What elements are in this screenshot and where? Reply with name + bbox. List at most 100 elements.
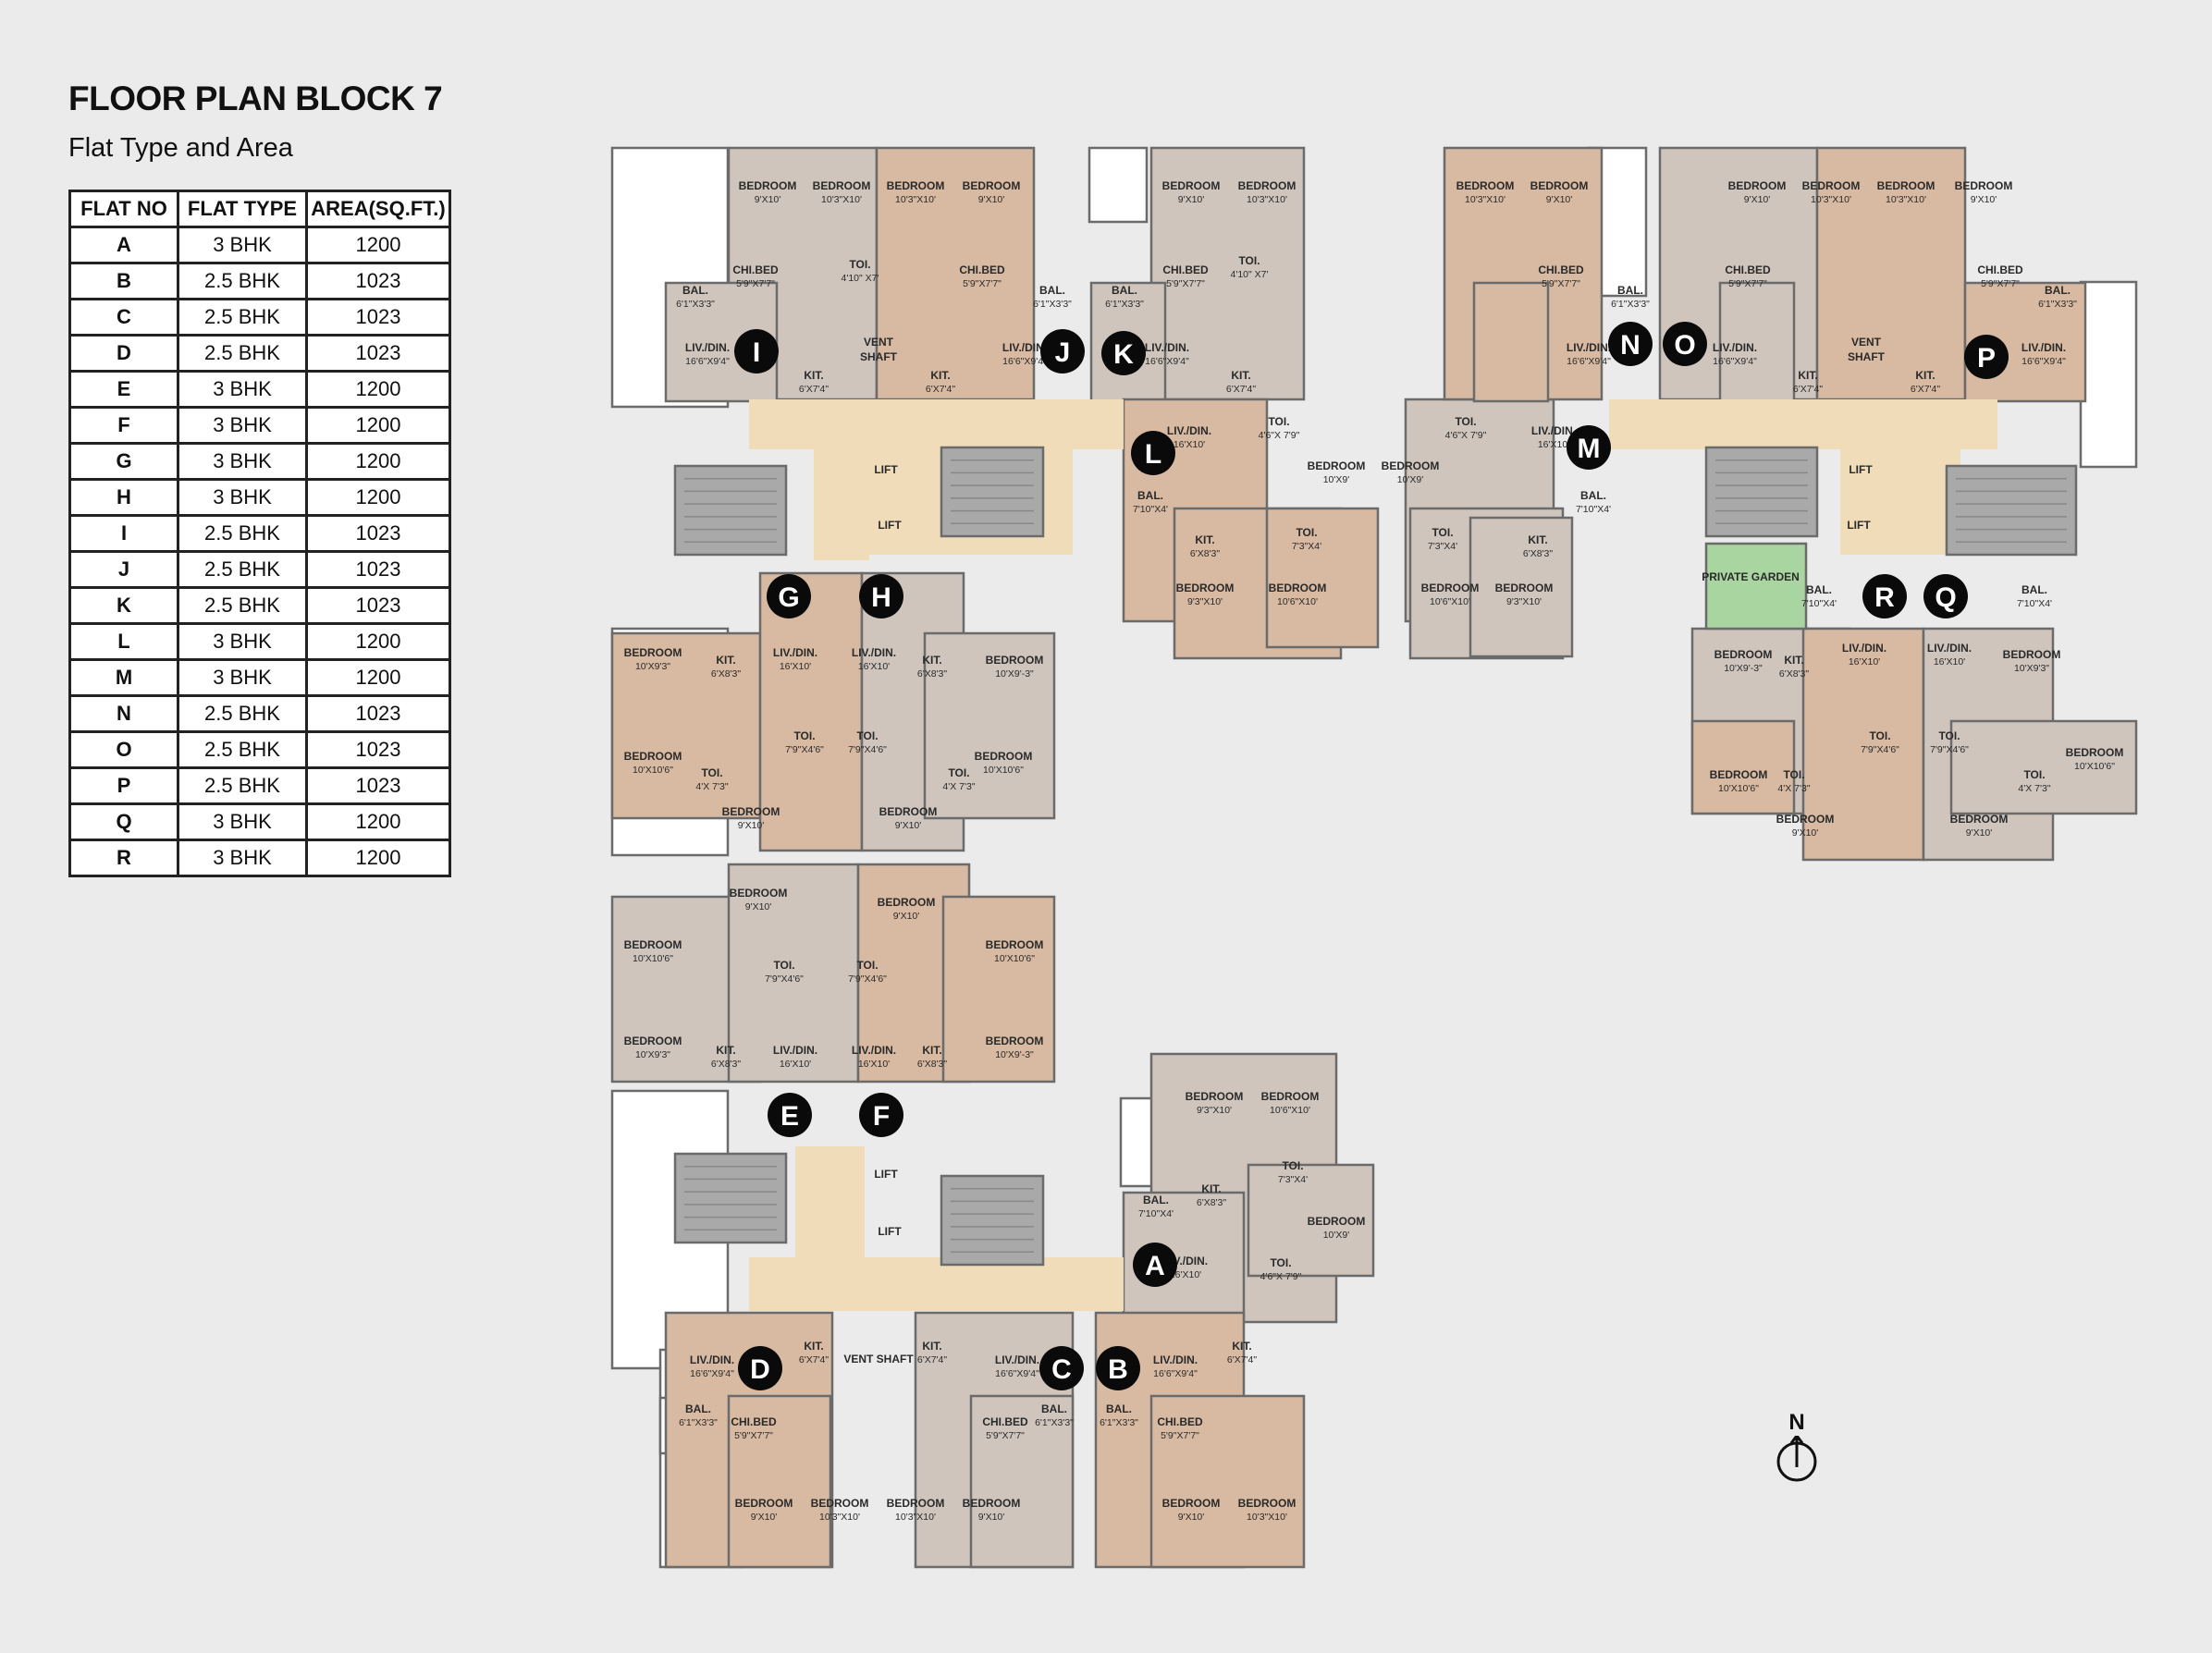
room-dimension: 10'6"X10' [1270,1105,1310,1116]
room-name: BEDROOM [986,654,1044,667]
room-name: BAL. [2045,284,2071,297]
corridor-connector [814,449,869,560]
cell-flat-no: A [68,226,179,264]
room-name: BAL. [1137,489,1163,502]
flat-block [727,1394,832,1569]
room-dimension: 7'9"X4'6" [848,744,887,755]
room-name: LIV./DIN. [1927,642,1972,655]
room-name: LIV./DIN. [773,646,817,659]
room-dimension: 7'9"X4'6" [785,744,824,755]
room-dimension: 16'X10' [858,661,890,672]
room-dimension: 9'X10' [751,1512,778,1523]
room-dimension: 6'1"X3'3" [1033,299,1072,310]
room-dimension: 10'3"X10' [1811,194,1851,205]
flat-marker-K [1101,331,1146,375]
room-name: BAL. [685,1402,711,1415]
room-name: BAL. [1112,284,1137,297]
flat-block [1815,146,1967,401]
room-name: LIV./DIN. [773,1044,817,1057]
private-garden-label: PRIVATE GARDEN [1702,570,1800,583]
cell-area: 1200 [305,478,451,517]
flat-marker-N [1608,322,1653,366]
room-name: KIT. [1232,1340,1251,1353]
flat-block [1149,146,1306,401]
cell-area: 1023 [305,334,451,373]
cell-flat-type: 2.5 BHK [177,514,308,553]
cell-flat-no: B [68,262,179,300]
vent-label: VENT [1851,336,1882,349]
room-dimension: 7'10"X4' [1576,504,1611,515]
room-name: CHI.BED [959,263,1005,276]
cell-flat-type: 3 BHK [177,442,308,481]
room-dimension: 10'X10'6" [1718,783,1759,794]
room-name: TOI. [856,959,878,972]
cell-flat-type: 3 BHK [177,370,308,409]
room-dimension: 9'X10' [1546,194,1573,205]
room-name: BEDROOM [879,805,938,818]
cell-flat-no: N [68,694,179,733]
col-header-flat-no: FLAT NO [68,190,179,228]
room-dimension: 10'X9'-3" [1724,663,1763,674]
room-dimension: 5'9"X7'7" [736,278,775,289]
room-dimension: 16'X10' [780,1059,811,1070]
flat-marker-label: Q [1935,582,1956,613]
room-dimension: 7'10"X4' [1133,504,1168,515]
exterior-void [1088,146,1149,224]
room-name: CHI.BED [1157,1415,1203,1428]
north-arrow-icon [1776,1433,1817,1482]
room-dimension: 6'1"X3'3" [679,1417,718,1428]
flat-marker-label: O [1674,330,1695,361]
room-name: KIT. [1231,369,1250,382]
room-name: BEDROOM [722,805,780,818]
cell-flat-no: F [68,406,179,445]
cell-flat-no: E [68,370,179,409]
room-name: LIV./DIN. [1145,341,1189,354]
room-name: CHI.BED [982,1415,1028,1428]
cell-flat-type: 3 BHK [177,622,308,661]
cell-flat-type: 3 BHK [177,839,308,877]
room-name: LIV./DIN. [685,341,730,354]
flat-marker-label: B [1108,1354,1128,1385]
cell-area: 1023 [305,586,451,625]
room-name: BEDROOM [624,938,682,951]
room-name: KIT. [716,654,735,667]
room-dimension: 10'3"X10' [821,194,862,205]
cell-flat-no: K [68,586,179,625]
table-header-row: FLAT NO FLAT TYPE AREA(SQ.FT.) [68,190,451,228]
flat-marker-D [738,1346,782,1390]
room-name: KIT. [930,369,950,382]
room-dimension: 6'1"X3'3" [1105,299,1144,310]
flat-block [969,1394,1075,1569]
room-name: LIV./DIN. [2022,341,2066,354]
cell-flat-no: I [68,514,179,553]
room-dimension: 16'X10' [1174,439,1205,450]
room-dimension: 10'3"X10' [819,1512,860,1523]
room-name: BEDROOM [887,179,945,192]
room-dimension: 6'X7'4" [799,1354,830,1365]
cell-area: 1200 [305,839,451,877]
room-name: TOI. [2023,768,2045,781]
room-name: BEDROOM [1495,582,1554,594]
room-dimension: 5'9"X7'7" [1161,1430,1199,1441]
flat-marker-P [1964,335,2009,379]
flat-block [1801,627,1925,862]
room-name: BAL. [1106,1402,1132,1415]
room-dimension: 4'6"X 7'9" [1445,430,1487,441]
room-dimension: 6'1"X3'3" [1035,1417,1074,1428]
room-dimension: 4'6"X 7'9" [1260,1271,1302,1282]
room-name: CHI.BED [1538,263,1584,276]
flat-marker-label: J [1055,337,1071,368]
flat-marker-Q [1923,574,1968,618]
room-dimension: 10'X9'-3" [995,1049,1034,1060]
cell-flat-no: J [68,550,179,589]
room-name: BEDROOM [624,750,682,763]
cell-flat-no: H [68,478,179,517]
